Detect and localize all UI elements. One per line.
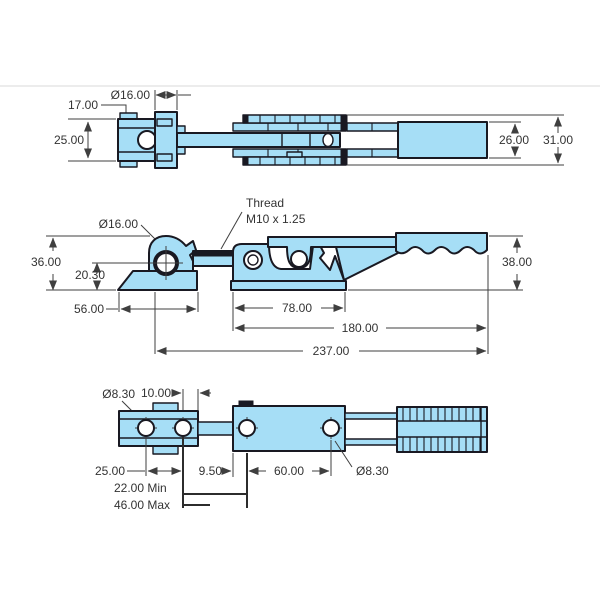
dim-bracket-width: 25.00	[54, 118, 116, 162]
dim-label: 20.30	[75, 268, 105, 282]
dim-handle-width: 26.00	[489, 121, 529, 159]
pivot-hole-inner	[247, 254, 259, 266]
dim-label: 237.00	[313, 344, 350, 358]
body-plate-top-inner	[232, 122, 347, 132]
body-plate-bottom-outer	[242, 156, 347, 166]
dim-label-max: 46.00 Max	[114, 498, 170, 512]
handle-ribs	[402, 407, 482, 452]
dim-label: Ø8.30	[102, 387, 135, 401]
link-bar	[197, 421, 234, 436]
mount-hole-2	[174, 419, 192, 437]
mount-hole-4	[322, 419, 340, 437]
dim-adjustment-range: 22.00 Min 46.00 Max	[114, 481, 247, 512]
thread-spec-label: M10 x 1.25	[246, 212, 306, 226]
dim-overall-length: 237.00	[156, 344, 487, 358]
dim-boss-diameter: Ø16.00	[111, 88, 191, 110]
mount-hole-3	[238, 419, 256, 437]
dim-overall-width: 31.00	[543, 116, 573, 164]
dim-label: 26.00	[499, 133, 529, 147]
clamp-body	[232, 241, 345, 282]
dim-label: 25.00	[54, 133, 84, 147]
mounting-holes	[135, 417, 342, 439]
dim-label: Ø16.00	[111, 88, 151, 102]
dim-label-min: 22.00 Min	[114, 481, 167, 495]
dim-label: 17.00	[68, 98, 98, 112]
dim-label: 25.00	[95, 464, 125, 478]
dim-label: 78.00	[282, 301, 312, 315]
rail-top	[344, 412, 398, 420]
dim-base-length: 78.00	[234, 301, 344, 315]
label-hole-diameter-base: Ø8.30	[334, 440, 389, 478]
dim-base-hole-spacing: 60.00	[248, 464, 330, 478]
dim-foot-length: 56.00	[74, 302, 197, 316]
side-view: Ø16.00 Thread M10 x 1.25 36.00 20.30	[31, 196, 532, 358]
plate-tab-top	[152, 402, 179, 412]
dim-label: Ø8.30	[356, 464, 389, 478]
dim-overall-height: 36.00	[31, 235, 150, 291]
dim-label: 36.00	[31, 255, 61, 269]
rod-slot-hole	[322, 132, 334, 148]
dim-ring-center-height: 20.30	[75, 262, 152, 291]
label-ring-diameter: Ø16.00	[99, 217, 161, 245]
rail-bottom	[344, 438, 398, 446]
dim-label: 9.50	[199, 464, 223, 478]
dim-label: 31.00	[543, 133, 573, 147]
dim-label: 60.00	[274, 464, 304, 478]
handle-grip	[397, 121, 488, 159]
handle-grip-bottom	[396, 406, 488, 453]
label-thread: Thread M10 x 1.25	[220, 196, 306, 250]
dim-base-to-handle: 180.00	[234, 321, 487, 335]
thread-label: Thread	[246, 196, 284, 210]
clamp-base-plate	[230, 280, 347, 291]
draw-rod	[176, 132, 341, 148]
top-view: 25.00 17.00 Ø16.00	[54, 88, 573, 169]
lever-arm	[335, 246, 399, 281]
dim-label: 56.00	[74, 302, 104, 316]
dim-label: 180.00	[342, 321, 379, 335]
dim-label: Ø16.00	[99, 217, 139, 231]
mount-hole-1	[137, 419, 155, 437]
dim-hole-edge-offset: 10.00	[141, 386, 211, 410]
bottom-view: Ø8.30 10.00	[95, 386, 488, 512]
mount-foot	[117, 270, 198, 291]
dim-label: 10.00	[141, 386, 171, 400]
body-plate-top-outer	[242, 114, 347, 124]
dim-front-hole-spacing: 25.00	[95, 464, 182, 478]
handle-grip-side	[395, 232, 488, 255]
plate-tab-bottom	[152, 445, 179, 455]
dim-label: 38.00	[502, 255, 532, 269]
clevis-hole	[137, 130, 157, 150]
arm-pivot-hole	[290, 250, 308, 268]
dim-handle-height: 38.00	[348, 235, 532, 291]
